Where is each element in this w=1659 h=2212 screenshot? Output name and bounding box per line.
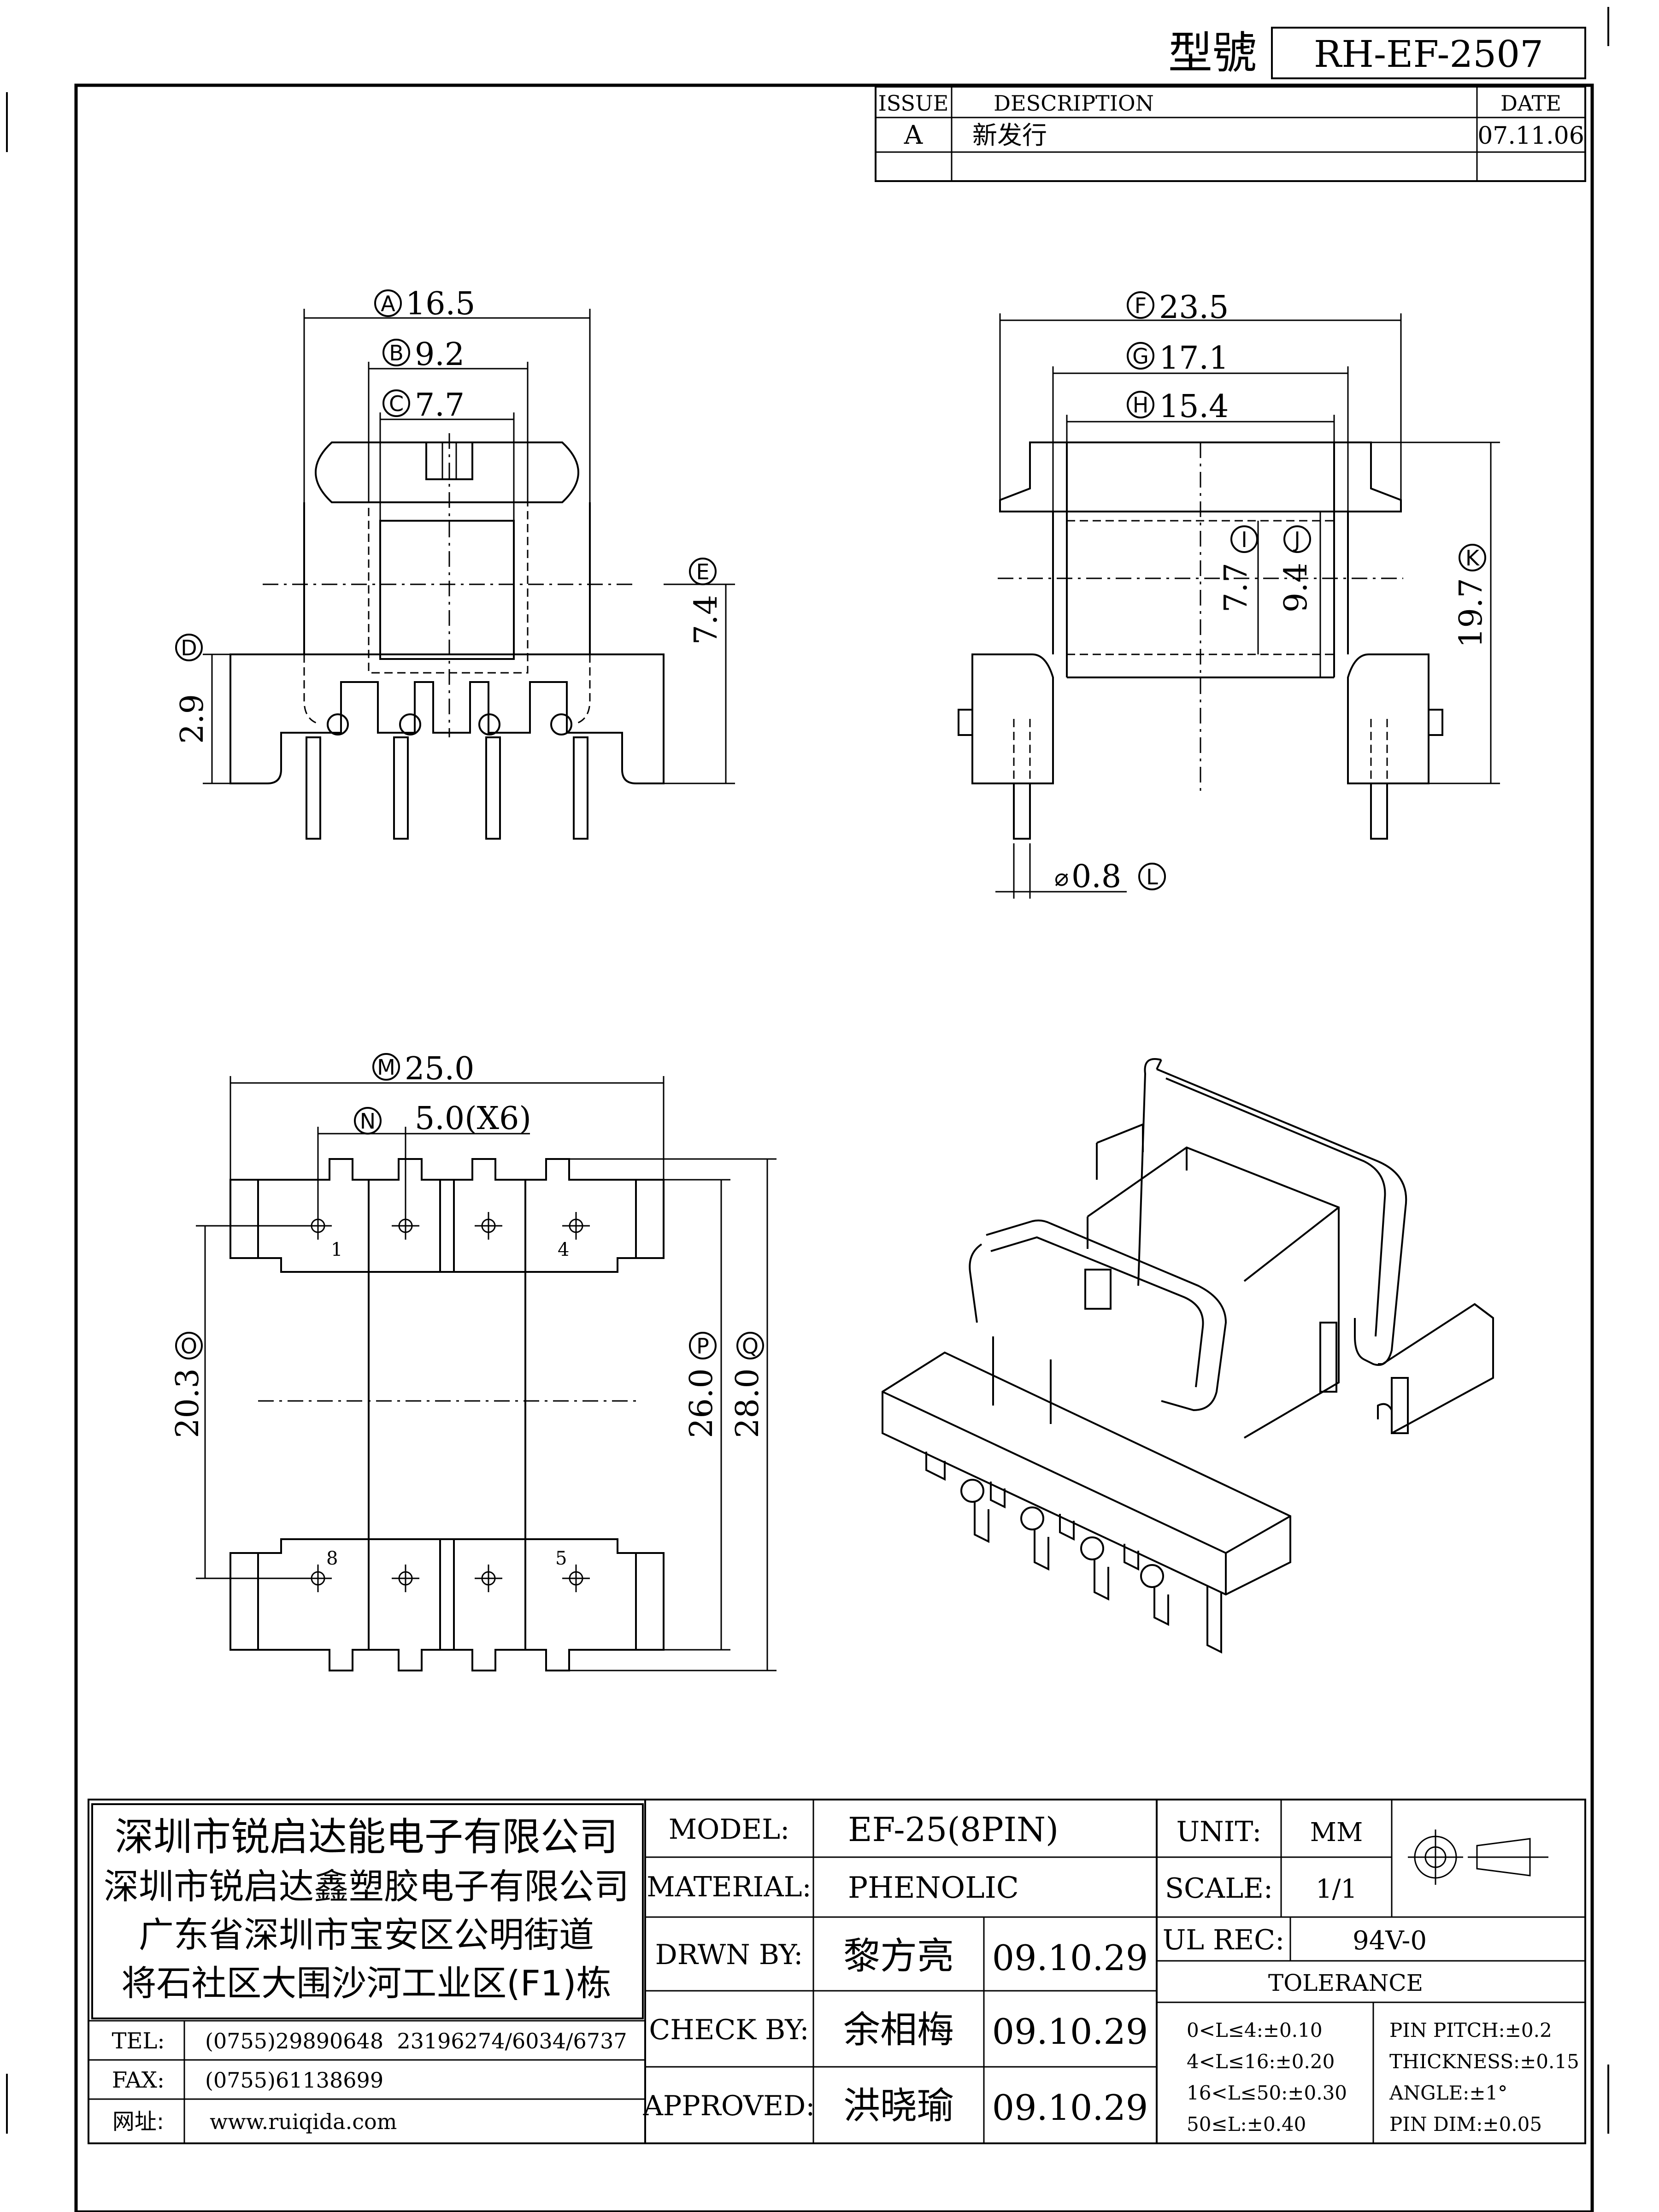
- dim-letter-H: H: [1133, 393, 1149, 418]
- model-number-box: [1271, 27, 1586, 79]
- dim-value-D: 2.9: [174, 694, 211, 744]
- bottom-view: 1 4 8 5 M 25.0 N 5.0(X6) O 20.3 P 26.0: [170, 1051, 777, 1671]
- rev-date-cell: 07.11.06: [1477, 122, 1584, 150]
- dim-letter-N: N: [360, 1109, 376, 1134]
- drawn-name: 黎方亮: [843, 1935, 954, 1977]
- fax-value: (0755)61138699: [205, 2068, 383, 2093]
- dim-letter-J: J: [1293, 527, 1300, 552]
- dim-letter-O: O: [181, 1334, 197, 1359]
- tolerance-right-1: PIN PITCH:±0.2: [1389, 2019, 1552, 2041]
- dim-letter-E: E: [696, 559, 709, 584]
- rev-issue-cell: A: [904, 120, 923, 150]
- pin-number-5: 5: [555, 1548, 567, 1569]
- tolerance-left-3: 16<L≤50:±0.30: [1187, 2082, 1347, 2104]
- model-label: MODEL:: [669, 1813, 790, 1846]
- dim-value-H: 15.4: [1159, 388, 1229, 425]
- dim-letter-Q: Q: [742, 1334, 759, 1359]
- company-line-2: 深圳市锐启达鑫塑胶电子有限公司: [104, 1866, 629, 1907]
- tolerance-left-4: 50≤L:±0.40: [1187, 2113, 1306, 2136]
- dim-value-E: 7.4: [688, 595, 724, 645]
- dim-letter-I: I: [1241, 527, 1247, 552]
- web-value: www.ruiqida.com: [210, 2109, 397, 2134]
- dim-value-C: 7.7: [415, 387, 465, 424]
- model-value: EF-25(8PIN): [848, 1810, 1059, 1849]
- dim-value-N: 5.0(X6): [415, 1100, 531, 1137]
- approved-name: 洪晓瑜: [843, 2084, 954, 2127]
- dim-value-M: 25.0: [405, 1051, 474, 1087]
- tolerance-label: TOLERANCE: [1268, 1970, 1423, 1996]
- dim-letter-G: G: [1132, 344, 1149, 369]
- projection-symbol-icon: [1408, 1830, 1548, 1885]
- dim-value-F: 23.5: [1159, 289, 1229, 326]
- pin-number-8: 8: [326, 1548, 338, 1569]
- tolerance-right-2: THICKNESS:±0.15: [1389, 2050, 1579, 2073]
- ul-value: 94V-0: [1353, 1926, 1427, 1956]
- dim-letter-P: P: [696, 1334, 709, 1359]
- drawn-label: DRWN BY:: [655, 1939, 803, 1971]
- revision-table: ISSUE DESCRIPTION DATE A 新发行 07.11.06: [875, 86, 1586, 182]
- check-date: 09.10.29: [992, 2011, 1148, 2052]
- company-line-3: 广东省深圳市宝安区公明街道: [139, 1914, 594, 1955]
- rev-col-date: DATE: [1500, 91, 1561, 116]
- dim-letter-M: M: [377, 1055, 395, 1080]
- rev-description-cell: 新发行: [972, 121, 1047, 150]
- company-line-1: 深圳市锐启达能电子有限公司: [115, 1814, 618, 1859]
- dim-value-P: 26.0: [683, 1368, 720, 1438]
- company-line-4: 将石社区大围沙河工业区(F1)栋: [121, 1963, 611, 2004]
- scale-value: 1/1: [1316, 1874, 1357, 1904]
- unit-label: UNIT:: [1177, 1816, 1262, 1848]
- dim-value-K: 19.7: [1453, 578, 1489, 647]
- model-heading-label: 型號: [1168, 27, 1257, 79]
- dim-letter-K: K: [1465, 546, 1480, 571]
- dim-value-I: 7.7: [1218, 563, 1254, 612]
- dim-value-B: 9.2: [415, 336, 465, 373]
- pin-number-4: 4: [558, 1239, 569, 1260]
- dim-value-A: 16.5: [406, 286, 475, 322]
- dim-letter-A: A: [381, 291, 395, 316]
- dim-letter-F: F: [1135, 293, 1147, 318]
- check-name: 余相梅: [843, 2008, 954, 2051]
- ul-label: UL REC:: [1163, 1924, 1285, 1956]
- check-label: CHECK BY:: [649, 2014, 809, 2046]
- pin-number-1: 1: [331, 1239, 342, 1260]
- web-label: 网址:: [112, 2109, 164, 2135]
- side-view: F 23.5 G 17.1 H 15.4 I 7.7 J 9.4 K 19.7: [958, 289, 1500, 899]
- tolerance-left-1: 0<L≤4:±0.10: [1187, 2019, 1323, 2041]
- approved-label: APPROVED:: [643, 2090, 815, 2122]
- dim-value-J: 9.4: [1278, 563, 1314, 612]
- dim-value-O: 20.3: [170, 1368, 206, 1438]
- dim-value-L: 0.8: [1071, 859, 1121, 895]
- tolerance-right-3: ANGLE:±1°: [1389, 2082, 1507, 2104]
- dim-letter-L: L: [1146, 865, 1158, 889]
- drawing-border: [74, 83, 1594, 2212]
- approved-date: 09.10.29: [992, 2087, 1148, 2128]
- dim-value-Q: 28.0: [729, 1368, 766, 1438]
- tolerance-right-4: PIN DIM:±0.05: [1389, 2113, 1542, 2136]
- front-view: A 16.5 B 9.2 C 7.7 D 2.9 E 7.4: [174, 286, 735, 840]
- isometric-view: [882, 1058, 1494, 1654]
- drawn-date: 09.10.29: [992, 1937, 1148, 1978]
- tolerance-left-2: 4<L≤16:±0.20: [1187, 2050, 1335, 2073]
- rev-col-description: DESCRIPTION: [994, 91, 1154, 116]
- rev-col-issue: ISSUE: [878, 91, 949, 116]
- tel-label: TEL:: [112, 2028, 165, 2054]
- corner-marks: [6, 7, 1609, 2134]
- dim-diameter-symbol: ⌀: [1054, 864, 1069, 892]
- tel-value: (0755)29890648 23196274/6034/6737: [205, 2029, 627, 2053]
- fax-label: FAX:: [112, 2067, 165, 2093]
- material-label: MATERIAL:: [647, 1871, 812, 1903]
- model-number: RH-EF-2507: [1314, 33, 1543, 76]
- material-value: PHENOLIC: [848, 1871, 1019, 1905]
- scale-label: SCALE:: [1165, 1872, 1273, 1905]
- title-block: 深圳市锐启达能电子有限公司 深圳市锐启达鑫塑胶电子有限公司 广东省深圳市宝安区公…: [88, 1799, 1586, 2144]
- dim-letter-D: D: [181, 635, 197, 660]
- unit-value: MM: [1310, 1818, 1363, 1847]
- dim-letter-C: C: [389, 391, 404, 416]
- dim-value-G: 17.1: [1159, 340, 1229, 377]
- dim-letter-B: B: [389, 341, 404, 365]
